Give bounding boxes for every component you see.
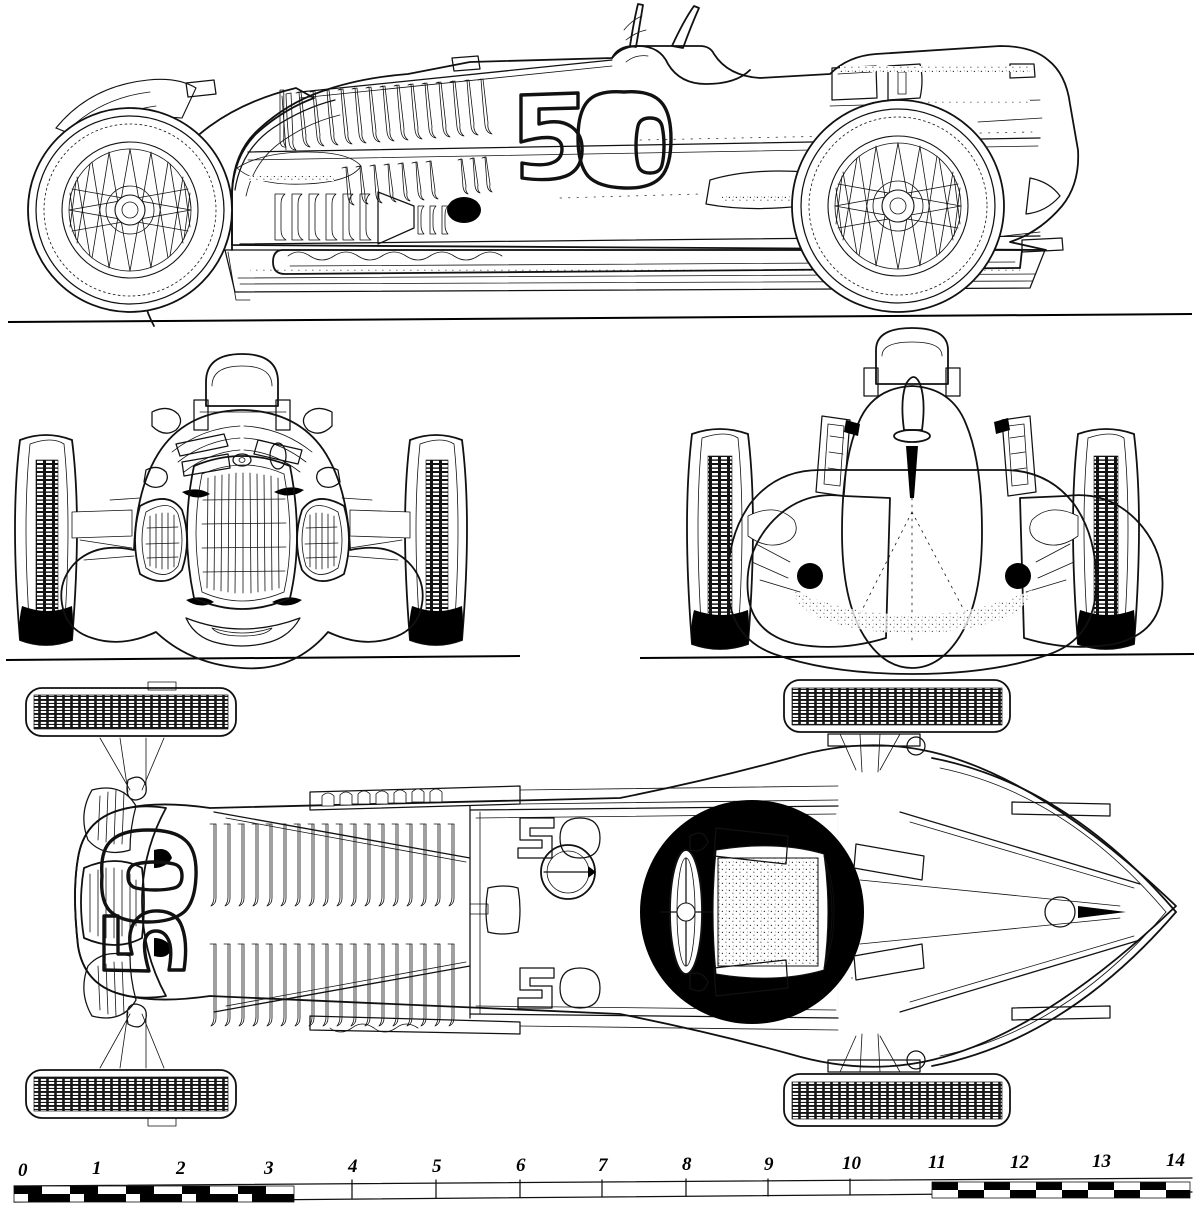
scale-tick-5: 5 (432, 1156, 442, 1177)
scale-bar-checker-left (13, 1185, 295, 1203)
plan-view-rear-right-wheel (783, 1073, 1011, 1127)
scale-tick-3: 3 (263, 1158, 274, 1179)
front-view-right-wheel (404, 434, 468, 646)
plan-view (25, 679, 1177, 1127)
plan-view-louvres-lower (209, 943, 455, 1027)
plan-view-tail (689, 801, 1141, 1021)
side-view-front-suspension (227, 251, 251, 301)
side-view-rear-wheel (791, 99, 1005, 313)
front-view-chin (185, 617, 301, 647)
rear-view (639, 327, 1195, 675)
scale-tick-14: 14 (1166, 1150, 1185, 1171)
scale-tick-9: 9 (764, 1154, 774, 1175)
side-view-mirror (629, 3, 644, 48)
scale-bar-ticks (351, 1178, 851, 1199)
side-view-rear-link (1003, 231, 1041, 237)
front-view-left-wheel (14, 434, 78, 646)
front-view-ground-line (5, 655, 521, 661)
rear-view-exhaust-left (797, 563, 823, 589)
plan-view-front-right-wheel (25, 1069, 237, 1127)
plan-view-filler-cap (540, 844, 596, 900)
side-view-aero-screen (671, 5, 700, 49)
front-view-side-grille-left (134, 498, 188, 582)
scale-tick-4: 4 (347, 1156, 358, 1177)
plan-view-nose-intakes (80, 787, 172, 1019)
plan-view-rear-suspension (827, 733, 926, 1073)
scale-tick-2: 2 (175, 1158, 186, 1179)
plan-view-front-left-wheel (25, 681, 237, 737)
side-view-bonnet-catch-front (185, 79, 217, 98)
plan-view-underside-detail (309, 1015, 839, 1035)
scale-tick-11: 11 (928, 1152, 946, 1173)
plan-view-body (74, 744, 1177, 1068)
rear-view-right-panel (994, 415, 1037, 497)
front-view-headrest (205, 353, 279, 407)
plan-view-racing-number (100, 828, 198, 973)
scale-tick-6: 6 (516, 1155, 526, 1176)
plan-view-hatch (485, 885, 521, 935)
rear-view-exhaust-right (1005, 563, 1031, 589)
scale-tick-10: 10 (842, 1153, 862, 1174)
scale-bar-top-rail (13, 1177, 1193, 1187)
side-view-front-wheel (27, 107, 233, 313)
plan-view-louvres-upper (209, 823, 455, 907)
rear-view-headrest (875, 327, 949, 385)
scale-tick-0: 0 (18, 1160, 28, 1181)
rear-view-body (726, 327, 1164, 675)
scale-tick-12: 12 (1010, 1152, 1030, 1173)
side-view-filler-cap (447, 197, 481, 223)
side-view-bonnet-catch-rear (451, 55, 481, 72)
plan-view-cockpit (640, 800, 864, 1024)
plan-view-steering-wheel (659, 849, 713, 975)
side-view-access-panel (236, 151, 362, 185)
scale-bar-checker-right (931, 1181, 1191, 1199)
plan-view-body-marks (517, 817, 601, 1009)
scale-tick-1: 1 (92, 1158, 102, 1179)
side-view-louvres-upper (279, 78, 493, 151)
side-view-lower-vents (274, 193, 372, 241)
plan-view-front-suspension (99, 737, 165, 1069)
rear-view-right-wheel (1072, 428, 1140, 650)
side-view-tail-catch (1009, 63, 1036, 79)
scale-tick-7: 7 (598, 1155, 609, 1176)
side-view-ground-line (7, 313, 1193, 323)
scale-bar: 0 1 2 3 4 5 6 7 8 9 10 11 12 13 14 (13, 1150, 1193, 1203)
scale-tick-13: 13 (1092, 1151, 1111, 1172)
rear-view-left-panel (815, 415, 860, 497)
front-view-main-grille (186, 455, 298, 610)
rear-view-ground-line (639, 653, 1195, 659)
rear-view-left-wheel (686, 428, 754, 650)
plan-view-bonnet-scoops (309, 785, 839, 811)
side-view (7, 3, 1193, 327)
plan-view-rear-left-wheel (783, 679, 1011, 733)
front-view-side-grille-right (296, 498, 350, 582)
front-view-suspension (71, 497, 411, 561)
side-view-racing-number (519, 90, 673, 190)
scale-tick-8: 8 (682, 1154, 692, 1175)
side-view-cockpit (611, 3, 751, 85)
front-view (5, 353, 521, 670)
side-view-cone-vent (377, 191, 449, 245)
